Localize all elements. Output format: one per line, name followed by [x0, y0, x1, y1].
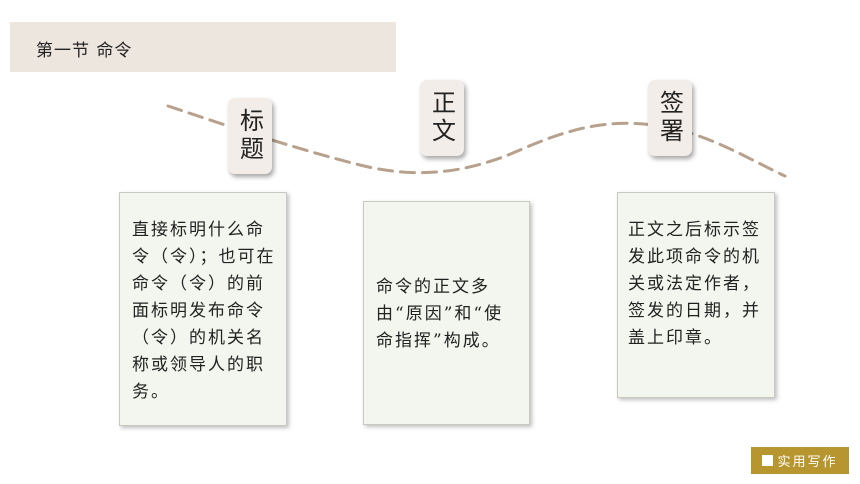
section-title: 第一节 命令	[36, 41, 133, 61]
card-title-description: 直接标明什么命令（令）；也可在命令（令）的前面标明发布命令（令）的机关名称或领导…	[119, 192, 287, 426]
label-title-text: 标题	[235, 108, 264, 164]
label-signature: 签署	[648, 80, 692, 156]
card-signature-description: 正文之后标示签发此项命令的机关或法定作者，签发的日期，并盖上印章。	[617, 192, 775, 398]
card-body-text: 命令的正文多由“原因”和“使命指挥”构成。	[376, 277, 504, 351]
course-tag-label: 实用写作	[777, 455, 838, 470]
section-header-bar	[10, 22, 396, 72]
label-title: 标题	[228, 98, 272, 174]
label-body-text: 正文	[427, 90, 456, 146]
card-signature-text: 正文之后标示签发此项命令的机关或法定作者，签发的日期，并盖上印章。	[628, 220, 761, 348]
card-title-text: 直接标明什么命令（令）；也可在命令（令）的前面标明发布命令（令）的机关名称或领导…	[132, 220, 276, 402]
course-tag: 实用写作	[751, 447, 849, 474]
label-body: 正文	[420, 80, 464, 156]
square-icon	[762, 455, 774, 466]
card-body-description: 命令的正文多由“原因”和“使命指挥”构成。	[363, 201, 530, 425]
label-signature-text: 签署	[655, 90, 684, 146]
